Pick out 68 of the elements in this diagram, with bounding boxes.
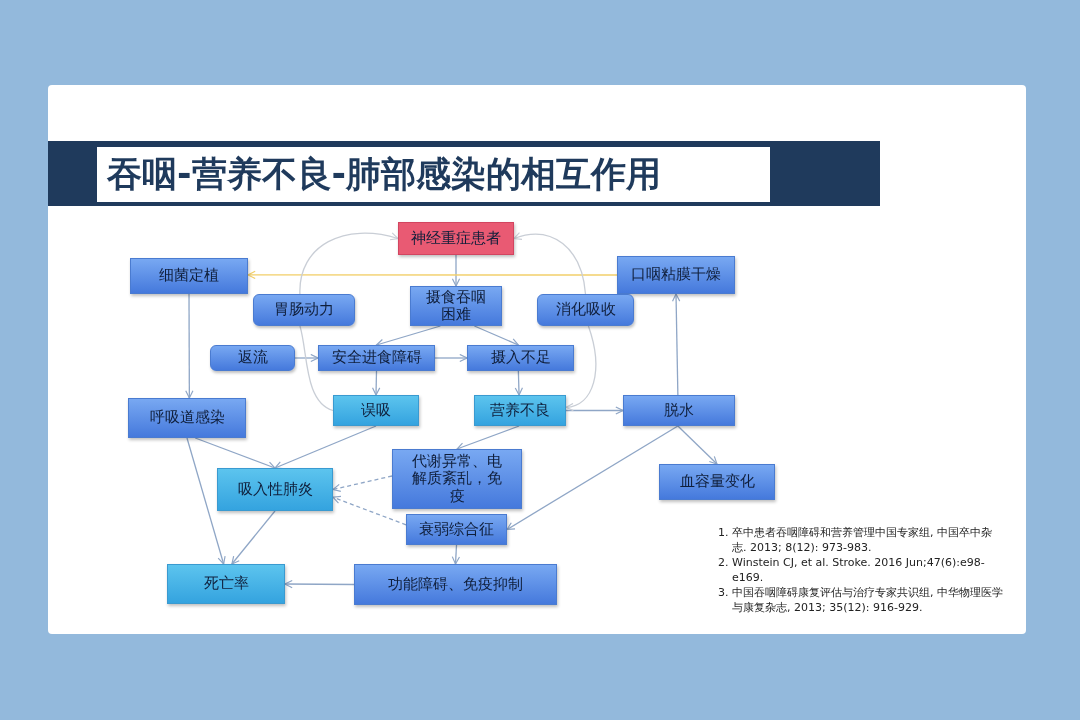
- arrow: [514, 370, 524, 396]
- process-box: [354, 564, 557, 605]
- node-label: 消化吸收: [555, 301, 616, 319]
- node-label: 误吸: [361, 401, 391, 420]
- node-label: 代谢异常、电解质紊乱，免疫: [411, 453, 503, 505]
- arrow: [671, 293, 681, 396]
- reference-note: 2. Winstein CJ, et al. Stroke. 2016 Jun;47(6):e98-e169.: [718, 555, 986, 585]
- arrow: [565, 406, 624, 415]
- process-box: [617, 256, 735, 294]
- process-box: [406, 514, 507, 545]
- arrow: [284, 579, 355, 589]
- node-label: 脱水: [664, 401, 694, 420]
- arrow: [274, 425, 377, 470]
- process-box: [130, 258, 248, 294]
- process-box: [318, 345, 435, 371]
- process-box: [392, 449, 522, 509]
- rounded-box: [253, 294, 355, 326]
- process-box: [333, 395, 419, 426]
- node-label: 摄入不足: [490, 349, 551, 367]
- arrow: [506, 425, 679, 531]
- process-box: [167, 564, 285, 604]
- node-label: 功能障碍、免疫抑制: [388, 575, 523, 594]
- arrow: [332, 475, 393, 492]
- rounded-box: [537, 294, 634, 326]
- arrow: [451, 254, 461, 287]
- arrow: [451, 544, 461, 565]
- node-label: 神经重症患者: [411, 229, 501, 248]
- arrow: [299, 232, 399, 295]
- arrow: [186, 437, 226, 565]
- arrow: [565, 325, 597, 411]
- connector-line: [299, 325, 334, 412]
- node-label: 胃肠动力: [274, 301, 334, 319]
- rounded-box: [210, 345, 295, 371]
- title: 吞咽-营养不良-肺部感染的相互作用: [97, 147, 770, 202]
- node-label: 营养不良: [490, 401, 550, 420]
- arrow: [677, 425, 718, 465]
- arrow: [185, 293, 194, 399]
- process-box: [467, 345, 574, 371]
- process-box: [217, 468, 333, 511]
- reference-note: 3. 中国吞咽障碍康复评估与治疗专家共识组, 中华物理医学与康复杂志, 2013; 35(12): 916-929.: [718, 585, 1003, 615]
- node-label: 口咽粘膜干燥: [631, 266, 721, 284]
- node-label: 衰弱综合征: [419, 520, 494, 539]
- node-label: 返流: [237, 349, 268, 367]
- arrow: [513, 232, 587, 295]
- node-label: 安全进食障碍: [331, 349, 422, 367]
- reference-note: 1. 卒中患者吞咽障碍和营养管理中国专家组, 中国卒中杂志. 2013; 8(12): 973-983.: [718, 525, 993, 555]
- arrow: [371, 370, 381, 396]
- arrow: [294, 353, 319, 363]
- arrow: [194, 437, 276, 470]
- arrow: [434, 353, 468, 363]
- arrow: [231, 510, 276, 565]
- process-box: [410, 286, 502, 326]
- arrow: [247, 270, 618, 280]
- arrow: [332, 495, 407, 526]
- process-box: [474, 395, 566, 426]
- node-label: 呼吸道感染: [149, 409, 225, 427]
- process-box: [398, 222, 514, 255]
- node-label: 死亡率: [203, 575, 249, 593]
- arrow: [375, 325, 441, 347]
- process-box: [659, 464, 775, 500]
- process-box: [623, 395, 735, 426]
- process-box: [128, 398, 246, 438]
- node-label: 摄食吞咽困难: [425, 288, 487, 324]
- node-label: 血容量变化: [679, 473, 755, 491]
- arrow: [456, 425, 520, 451]
- node-label: 吸入性肺炎: [237, 480, 313, 499]
- node-label: 细菌定植: [159, 267, 219, 285]
- arrow: [473, 325, 519, 347]
